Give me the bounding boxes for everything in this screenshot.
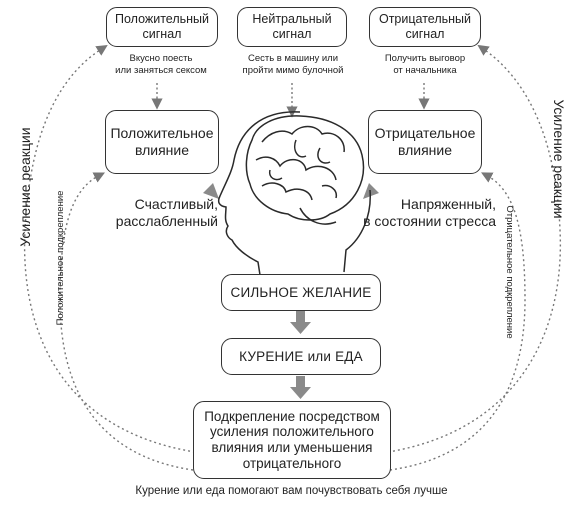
left-inner-loop xyxy=(59,172,194,471)
neutral-signal-example-line2: пройти мимо булочной xyxy=(242,64,344,76)
positive-signal-example-line2: или заняться сексом xyxy=(115,64,207,76)
right-outer-label: Усиление реакции xyxy=(551,99,567,219)
reinforcement-line1: Подкрепление посредством xyxy=(204,408,380,424)
craving-label: СИЛЬНОЕ ЖЕЛАНИЕ xyxy=(230,284,372,300)
left-outer-loop xyxy=(23,45,196,453)
neutral-signal-example: Сесть в машину или пройти мимо булочной xyxy=(228,53,358,77)
left-inner-label: Положительное подкрепление xyxy=(55,190,66,326)
action-label: КУРЕНИЕ или ЕДА xyxy=(239,348,363,364)
head-with-brain-illustration xyxy=(217,111,371,276)
left-outer-label: Усиление реакции xyxy=(17,127,33,247)
caption: Курение или еда помогают вам почувствова… xyxy=(135,485,448,497)
craving-box: СИЛЬНОЕ ЖЕЛАНИЕ xyxy=(221,274,381,311)
positive-signal-title-line2: сигнал xyxy=(142,27,182,41)
reinforcement-line3: влияния или уменьшения xyxy=(211,440,373,455)
arrow-action-to-reinforcement xyxy=(290,376,311,399)
neutral-signal-box: Нейтральный сигнал xyxy=(237,7,347,47)
positive-signal-title-line1: Положительный xyxy=(114,12,210,27)
right-inner-label: Отрицательное подкрепление xyxy=(504,205,515,339)
positive-state-line1: Счастливый, xyxy=(134,196,218,212)
positive-influence-line1: Положительное xyxy=(110,125,214,142)
negative-state-line1: Напряженный, xyxy=(400,196,496,212)
negative-influence-box: Отрицательное влияние xyxy=(368,110,482,174)
negative-signal-example-line1: Получить выговор xyxy=(384,53,466,64)
right-outer-loop xyxy=(387,44,562,453)
reinforcement-box: Подкрепление посредством усиления положи… xyxy=(193,401,391,479)
negative-signal-box: Отрицательный сигнал xyxy=(369,7,481,47)
negative-influence-line1: Отрицательное xyxy=(374,125,476,142)
positive-state-line2: расслабленный xyxy=(115,213,218,230)
reinforcement-line2: усиления положительного xyxy=(210,424,374,440)
negative-influence-line2: влияние xyxy=(397,142,453,158)
positive-influence-box: Положительное влияние xyxy=(105,110,219,174)
negative-state-line2: в состоянии стресса xyxy=(363,213,496,230)
right-inner-loop xyxy=(389,172,526,471)
positive-signal-box: Положительный сигнал xyxy=(106,7,218,47)
reinforcement-line4: отрицательного xyxy=(242,455,342,471)
neutral-signal-title-line1: Нейтральный xyxy=(252,12,332,27)
action-box: КУРЕНИЕ или ЕДА xyxy=(221,338,381,375)
positive-signal-example: Вкусно поесть или заняться сексом xyxy=(96,53,226,77)
negative-signal-title-line2: сигнал xyxy=(405,27,445,41)
positive-state-label: Счастливый, расслабленный xyxy=(100,196,218,230)
negative-state-label: Напряженный, в состоянии стресса xyxy=(352,196,496,230)
arrow-positive-influence-to-head xyxy=(196,176,219,199)
positive-influence-line2: влияние xyxy=(134,142,190,158)
arrow-negative-influence-to-head xyxy=(363,176,386,199)
neutral-signal-title-line2: сигнал xyxy=(272,27,312,41)
negative-signal-example: Получить выговор от начальника xyxy=(360,53,490,77)
arrow-craving-to-action xyxy=(290,311,311,334)
negative-signal-title-line1: Отрицательный xyxy=(378,12,472,27)
positive-signal-example-line1: Вкусно поесть xyxy=(129,53,193,64)
negative-signal-example-line2: от начальника xyxy=(393,64,457,76)
neutral-signal-example-line1: Сесть в машину или xyxy=(247,53,339,64)
